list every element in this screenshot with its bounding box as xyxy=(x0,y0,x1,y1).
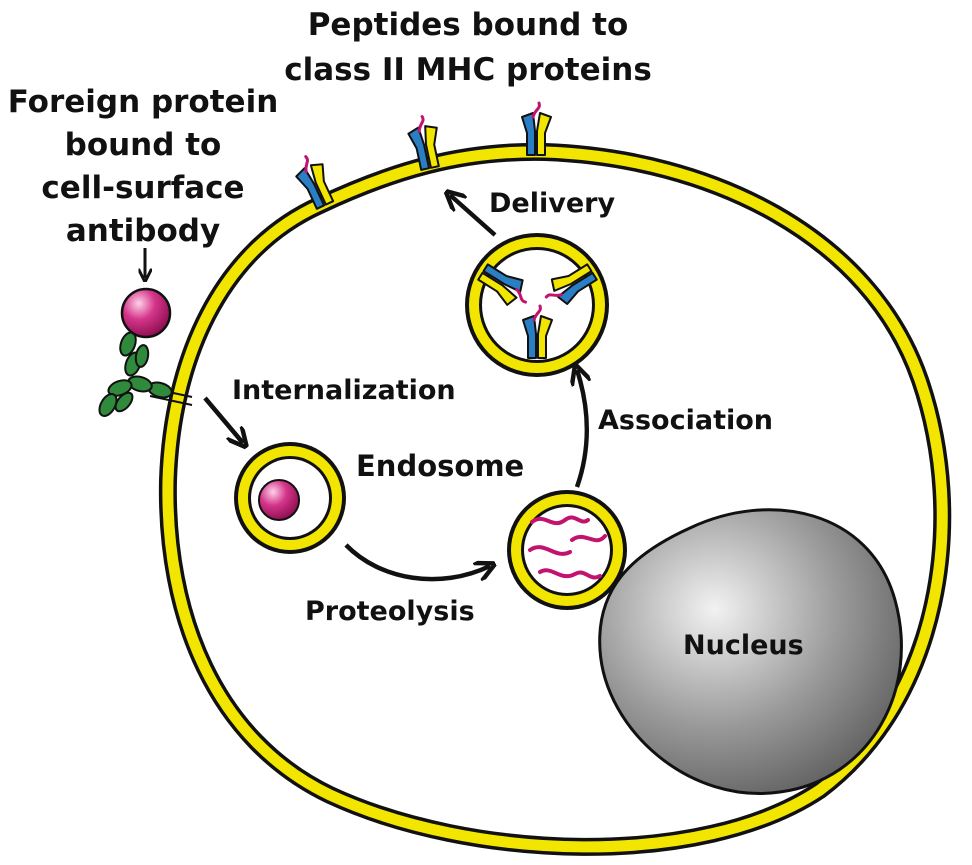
internalization-label: Internalization xyxy=(232,375,456,406)
nucleus-label: Nucleus xyxy=(683,630,804,661)
nucleus xyxy=(598,508,903,795)
endosome xyxy=(234,442,346,554)
arrow-internalization xyxy=(203,396,243,443)
proteolysis-label: Proteolysis xyxy=(305,596,475,627)
delivery-label: Delivery xyxy=(489,188,615,219)
arrow-proteolysis xyxy=(344,543,490,582)
antibody xyxy=(98,331,193,417)
foreign-label-line3: cell-surface xyxy=(41,170,244,206)
association-vesicle xyxy=(465,233,609,377)
foreign-protein xyxy=(120,287,172,339)
foreign-label-line4: antibody xyxy=(66,213,220,249)
arrow-delivery xyxy=(450,195,497,237)
peptides-label-line1: Peptides bound to xyxy=(308,7,629,43)
proteolysis-vesicle xyxy=(507,490,627,610)
association-label: Association xyxy=(598,405,773,436)
surface-mhc-1 xyxy=(288,150,341,213)
foreign-label-line2: bound to xyxy=(65,127,222,163)
internalized-protein xyxy=(258,479,300,521)
endosome-label: Endosome xyxy=(356,449,524,483)
arrow-association xyxy=(577,370,587,488)
foreign-label-line1: Foreign protein xyxy=(8,84,279,120)
peptides-label-line2: class II MHC proteins xyxy=(284,52,652,88)
